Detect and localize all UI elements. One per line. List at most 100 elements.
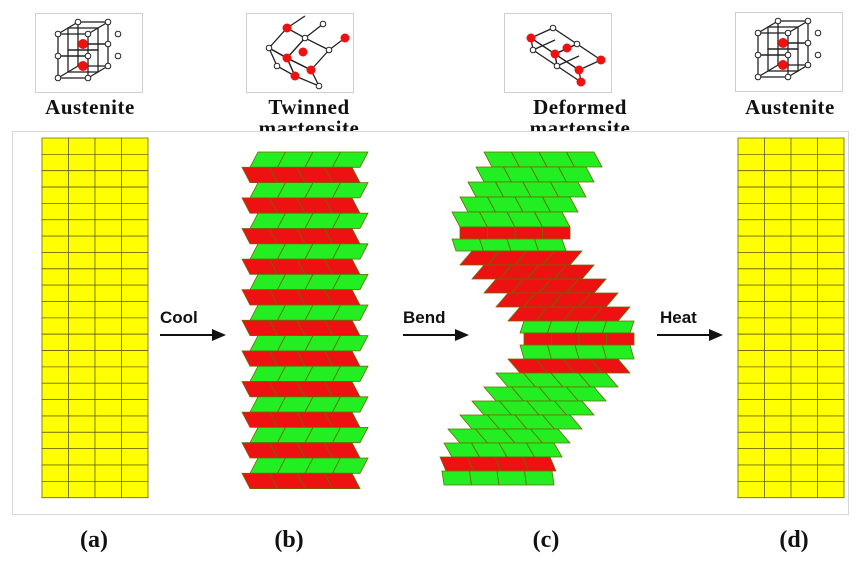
austenite-column-a bbox=[41, 137, 149, 499]
austenite-cell bbox=[68, 333, 96, 351]
austenite-cell bbox=[737, 170, 765, 188]
austenite-cell bbox=[764, 480, 792, 499]
austenite-cell bbox=[68, 186, 96, 204]
austenite-cell bbox=[68, 366, 96, 384]
austenite-cell bbox=[737, 301, 765, 319]
austenite-cell bbox=[94, 219, 122, 237]
austenite-cell bbox=[764, 350, 792, 368]
austenite-cell bbox=[764, 219, 792, 237]
austenite-cell bbox=[817, 480, 845, 499]
deformed-cell bbox=[551, 332, 580, 346]
austenite-cell bbox=[817, 186, 845, 204]
austenite-cell bbox=[94, 431, 122, 450]
austenite-cell bbox=[817, 464, 845, 482]
atom-red-icon bbox=[78, 61, 88, 71]
austenite-cell bbox=[817, 366, 845, 384]
austenite-cell bbox=[68, 399, 96, 417]
austenite-cell bbox=[121, 366, 149, 384]
twin-cell bbox=[331, 457, 369, 474]
austenite-cell bbox=[737, 202, 765, 221]
austenite-cell bbox=[121, 186, 149, 204]
austenite-cell bbox=[94, 317, 122, 335]
austenite-cell bbox=[790, 235, 818, 253]
austenite-cell bbox=[737, 153, 765, 172]
deformed-cell bbox=[565, 151, 603, 168]
austenite-cell bbox=[41, 350, 69, 368]
austenite-cell bbox=[68, 137, 96, 155]
austenite-cell bbox=[817, 235, 845, 253]
austenite-cell bbox=[790, 219, 818, 237]
deformed-cell bbox=[549, 181, 587, 198]
austenite-cell bbox=[121, 448, 149, 466]
austenite-cell bbox=[68, 301, 96, 319]
austenite-cell bbox=[790, 415, 818, 433]
austenite-cell bbox=[41, 464, 69, 482]
austenite-cell bbox=[764, 415, 792, 433]
atom-red-icon bbox=[778, 60, 788, 70]
austenite-cell bbox=[817, 431, 845, 450]
austenite-cell bbox=[737, 186, 765, 204]
austenite-cell bbox=[94, 153, 122, 172]
austenite-cell bbox=[41, 186, 69, 204]
austenite-cell bbox=[790, 366, 818, 384]
austenite-cell bbox=[68, 268, 96, 286]
austenite-cell bbox=[737, 415, 765, 433]
austenite-cell bbox=[94, 186, 122, 204]
deformed-cell bbox=[574, 344, 608, 360]
deformed-cell bbox=[546, 344, 580, 360]
title-line: Twinned bbox=[268, 95, 350, 119]
austenite-cell bbox=[764, 252, 792, 270]
bend-label: Bend bbox=[403, 308, 446, 327]
austenite-cell bbox=[790, 399, 818, 417]
austenite-cell bbox=[790, 186, 818, 204]
austenite-cell bbox=[764, 448, 792, 466]
deformed-cell bbox=[451, 238, 485, 252]
austenite-cell bbox=[764, 137, 792, 155]
austenite-column-d bbox=[737, 137, 845, 499]
cubic-lattice-icon bbox=[54, 18, 122, 82]
austenite-cell bbox=[68, 202, 96, 221]
deformed-cell bbox=[524, 470, 555, 486]
austenite-cell bbox=[121, 431, 149, 450]
austenite-cell bbox=[790, 284, 818, 302]
austenite-cell bbox=[94, 202, 122, 221]
austenite-cell bbox=[94, 170, 122, 188]
austenite-cell bbox=[41, 415, 69, 433]
austenite-cell bbox=[94, 268, 122, 286]
austenite-cell bbox=[41, 268, 69, 286]
austenite-cell bbox=[121, 333, 149, 351]
cubic-lattice-icon bbox=[754, 17, 822, 81]
transformation-panel bbox=[12, 131, 849, 515]
deformed-cell bbox=[523, 332, 552, 346]
austenite-cell bbox=[817, 153, 845, 172]
austenite-cell bbox=[121, 382, 149, 401]
austenite-cell bbox=[790, 350, 818, 368]
austenite-cell bbox=[94, 366, 122, 384]
deformed-cell bbox=[519, 320, 553, 334]
austenite-cell bbox=[817, 350, 845, 368]
heat-arrow-icon bbox=[657, 329, 723, 341]
twin-cell bbox=[323, 472, 361, 490]
atom-red-icon bbox=[778, 38, 788, 48]
deformed-cell bbox=[601, 344, 635, 360]
deformed-cell bbox=[521, 456, 557, 472]
austenite-cell bbox=[737, 333, 765, 351]
austenite-cell bbox=[121, 350, 149, 368]
twin-cell bbox=[331, 304, 369, 321]
austenite-cell bbox=[121, 235, 149, 253]
austenite-cell bbox=[68, 284, 96, 302]
bend-arrow-icon bbox=[403, 329, 469, 341]
deformed-cell bbox=[589, 358, 631, 374]
austenite-cell bbox=[121, 284, 149, 302]
austenite-cell bbox=[817, 170, 845, 188]
austenite-cell bbox=[121, 219, 149, 237]
austenite-cell bbox=[737, 284, 765, 302]
deformed-cell bbox=[574, 320, 608, 334]
austenite-cell bbox=[817, 333, 845, 351]
austenite-cell bbox=[790, 431, 818, 450]
deformed-cell bbox=[565, 386, 607, 402]
deformed-cell bbox=[529, 428, 571, 444]
austenite-cell bbox=[41, 480, 69, 499]
austenite-cell bbox=[41, 153, 69, 172]
austenite-cell bbox=[94, 399, 122, 417]
